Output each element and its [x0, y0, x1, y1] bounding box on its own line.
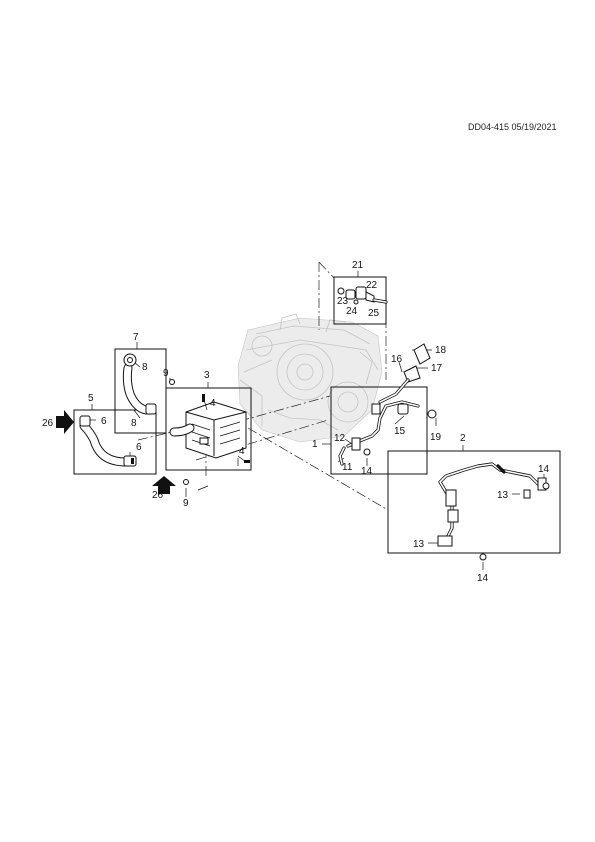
- callout-13b: 13: [413, 539, 425, 550]
- callout-14b: 14: [538, 464, 550, 475]
- cooler-lines-1: [338, 343, 437, 466]
- callout-11: 11: [342, 462, 353, 473]
- callout-5: 5: [88, 393, 94, 404]
- group-frame-7: [114, 348, 167, 434]
- callout-7: 7: [133, 332, 139, 343]
- callout-1: 1: [312, 439, 318, 450]
- callout-16: 16: [391, 354, 403, 365]
- callout-22: 22: [366, 280, 378, 291]
- callout-23: 23: [337, 296, 349, 307]
- cooler-lines-2: [437, 462, 550, 561]
- hose-assembly-7: [122, 353, 157, 415]
- callout-21: 21: [352, 260, 364, 271]
- callout-15: 15: [394, 426, 406, 437]
- callout-12: 12: [334, 433, 346, 444]
- arrow-up-solid-icon: [152, 476, 176, 494]
- fittings-21: [337, 286, 388, 305]
- callout-13a: 13: [497, 490, 509, 501]
- callout-26a: 26: [42, 418, 54, 429]
- callout-8b: 8: [131, 418, 137, 429]
- group-frame-2: [387, 450, 561, 554]
- callout-6b: 6: [136, 442, 142, 453]
- callout-14a: 14: [361, 466, 373, 477]
- callout-8a: 8: [142, 362, 148, 373]
- callout-4a: 4: [210, 398, 216, 409]
- callout-2: 2: [460, 433, 466, 444]
- group-frame-1: [330, 386, 428, 475]
- callout-26b: 26: [152, 490, 164, 501]
- callout-19: 19: [430, 432, 442, 443]
- callout-6a: 6: [101, 416, 107, 427]
- transmission-background: [237, 313, 383, 443]
- callout-3: 3: [204, 370, 210, 381]
- hose-assembly-5: [79, 415, 137, 467]
- callout-25: 25: [368, 308, 380, 319]
- callout-14c: 14: [477, 573, 489, 584]
- oil-cooler-3: [169, 379, 250, 491]
- callout-17: 17: [431, 363, 443, 374]
- arrow-right-solid-icon: [56, 410, 74, 434]
- callout-9b: 9: [183, 498, 189, 509]
- callout-9a: 9: [163, 368, 169, 379]
- group-frame-3: [165, 387, 252, 471]
- callout-18: 18: [435, 345, 447, 356]
- callout-4b: 4: [239, 446, 245, 457]
- callout-24: 24: [346, 306, 358, 317]
- document-code: DD04-415 05/19/2021: [468, 122, 557, 132]
